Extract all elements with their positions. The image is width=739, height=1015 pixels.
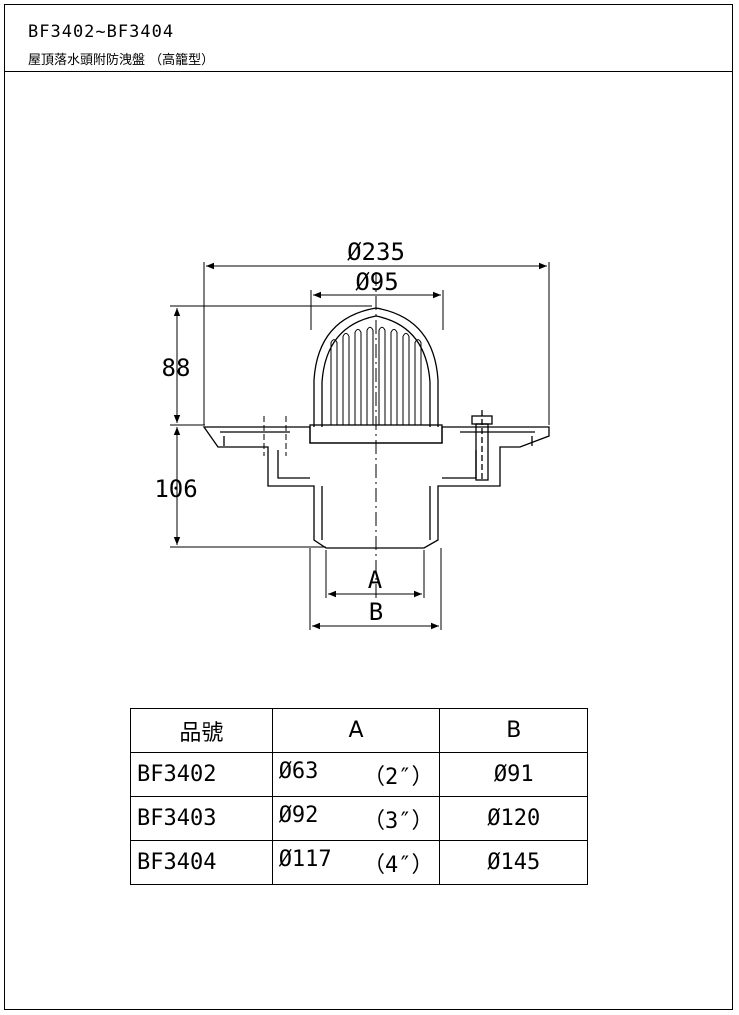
dim-height-top: 88 bbox=[162, 305, 372, 426]
dim-dome: Ø95 bbox=[310, 268, 444, 330]
a-cell: Ø63 （2″） bbox=[271, 752, 441, 797]
model-cell: BF3404 bbox=[130, 840, 273, 885]
dim-height-bottom-label: 106 bbox=[154, 475, 197, 503]
b-cell: Ø91 bbox=[439, 752, 588, 797]
dim-a: A bbox=[325, 550, 425, 598]
a-diameter: Ø117 bbox=[278, 846, 332, 872]
dim-dome-label: Ø95 bbox=[355, 268, 398, 296]
dome-rib bbox=[390, 328, 398, 425]
dome-rib bbox=[342, 332, 350, 425]
a-cell: Ø92 （3″） bbox=[271, 796, 441, 841]
table-row: BF3404 Ø117 （4″） Ø145 bbox=[130, 840, 588, 885]
table-header-row: 品號 A B bbox=[130, 708, 588, 753]
table-row: BF3403 Ø92 （3″） Ø120 bbox=[130, 796, 588, 841]
title-block: BF3402~BF3404 屋頂落水頭附防洩盤 （高籠型） bbox=[4, 4, 733, 72]
a-diameter: Ø63 bbox=[278, 758, 319, 784]
b-cell: Ø120 bbox=[439, 796, 588, 841]
a-diameter: Ø92 bbox=[278, 802, 319, 828]
model-cell: BF3402 bbox=[130, 752, 273, 797]
col-header-model: 品號 bbox=[130, 708, 273, 753]
dome-rib bbox=[378, 326, 386, 425]
product-name: 屋頂落水頭附防洩盤 （高籠型） bbox=[28, 53, 215, 68]
clamp-bolt bbox=[471, 410, 493, 482]
col-header-a: A bbox=[271, 708, 441, 753]
dome-rib bbox=[402, 332, 410, 425]
dim-height-top-label: 88 bbox=[162, 354, 191, 382]
model-cell: BF3403 bbox=[130, 796, 273, 841]
dim-b-label: B bbox=[369, 598, 383, 626]
dome-rib bbox=[414, 339, 422, 425]
dim-a-label: A bbox=[368, 566, 383, 594]
table-row: BF3402 Ø63 （2″） Ø91 bbox=[130, 752, 588, 797]
dome-rib bbox=[366, 326, 374, 425]
dim-flange: Ø235 bbox=[203, 238, 550, 425]
dome-rib bbox=[330, 339, 338, 425]
dim-flange-label: Ø235 bbox=[347, 238, 405, 266]
a-cell: Ø117 （4″） bbox=[271, 840, 441, 885]
drain-body bbox=[202, 426, 550, 549]
spec-table: 品號 A B BF3402 Ø63 （2″） Ø91 BF3403 Ø92 （3″）… bbox=[130, 708, 588, 885]
drawing-frame bbox=[4, 4, 733, 1010]
col-header-b: B bbox=[439, 708, 588, 753]
a-inch: （2″） bbox=[362, 764, 434, 790]
dim-height-bottom: 106 bbox=[154, 427, 326, 548]
dome-ribs bbox=[330, 326, 422, 425]
dome-rib bbox=[354, 328, 362, 425]
a-inch: （3″） bbox=[362, 808, 434, 834]
b-cell: Ø145 bbox=[439, 840, 588, 885]
model-range-title: BF3402~BF3404 bbox=[28, 22, 175, 42]
a-inch: （4″） bbox=[362, 852, 434, 878]
dim-b: B bbox=[309, 548, 442, 630]
